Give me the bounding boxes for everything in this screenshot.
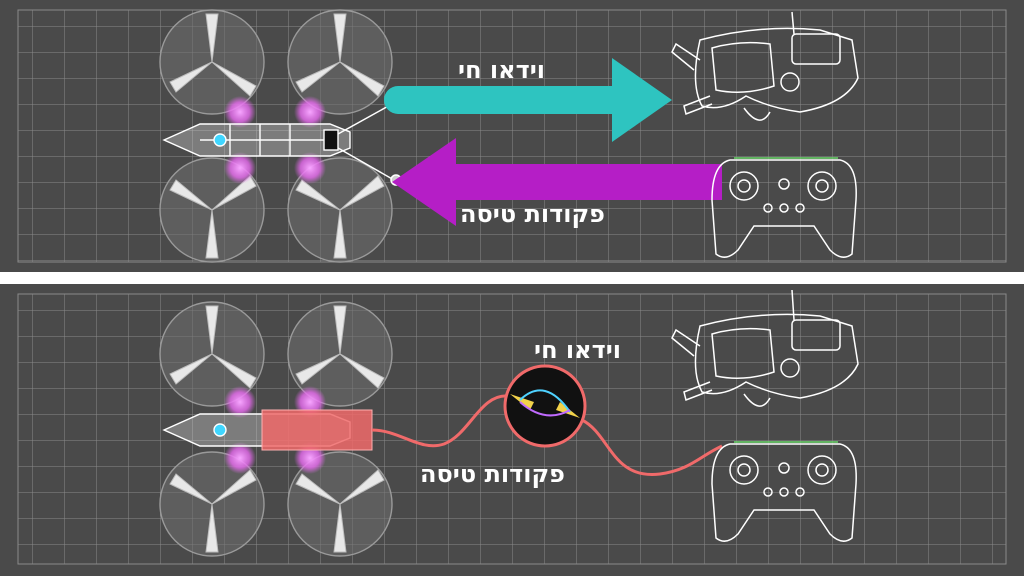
commands-arrow xyxy=(392,138,722,226)
video-label: וידאו חי xyxy=(458,56,546,84)
wireless-panel: וידאו חי פקודות טיסה xyxy=(0,0,1024,272)
commands-label: פקודות טיסה xyxy=(460,200,605,228)
remote-controller-icon xyxy=(711,441,857,542)
fpv-goggles-icon xyxy=(671,289,859,407)
panel-divider xyxy=(0,272,1024,284)
remote-controller-icon xyxy=(711,157,857,258)
drone-icon xyxy=(159,9,393,263)
wireless-panel-graphic xyxy=(17,9,1007,263)
video-arrow xyxy=(384,58,672,142)
wired-panel-graphic xyxy=(17,289,1007,565)
drone-icon xyxy=(159,301,393,557)
fpv-goggles-icon xyxy=(671,11,859,121)
connector-icon xyxy=(503,364,587,448)
cable-line xyxy=(371,394,723,476)
wired-panel: וידאו חי פקודות טיסה xyxy=(0,284,1024,576)
video-label: וידאו חי xyxy=(534,336,622,364)
commands-label: פקודות טיסה xyxy=(420,460,565,488)
body-module-highlight xyxy=(261,409,373,451)
